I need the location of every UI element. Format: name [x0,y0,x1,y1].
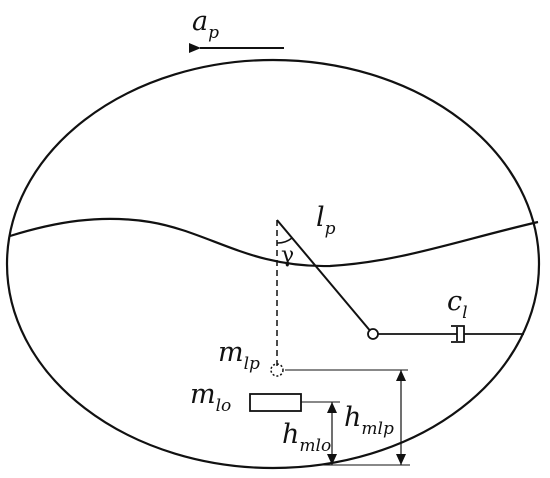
angle-label: γ [281,243,294,268]
fixed-mass-height-arrow-bottom [327,454,337,465]
acceleration-label: ap [192,6,219,43]
angle-arc [276,237,293,244]
pendulum-mass-height-arrow-bottom [396,454,406,465]
fixed-mass [249,393,302,412]
fixed-mass-label: mlo [190,379,231,416]
pendulum-rod [276,219,373,334]
liquid-surface [9,217,539,268]
pendulum-mass [270,363,284,377]
damper-label: cl [447,286,468,323]
pendulum-mass-height-arrow-top [396,370,406,381]
pendulum-joint [367,328,379,340]
pendulum-mass-label: mlp [218,337,260,374]
pendulum-mass-height-label: hmlp [344,402,394,439]
tank-wall [5,58,541,470]
pendulum-length-label: lp [316,202,336,239]
fixed-mass-height-arrow-top [327,402,337,413]
fixed-mass-height-label: hmlo [282,419,331,456]
